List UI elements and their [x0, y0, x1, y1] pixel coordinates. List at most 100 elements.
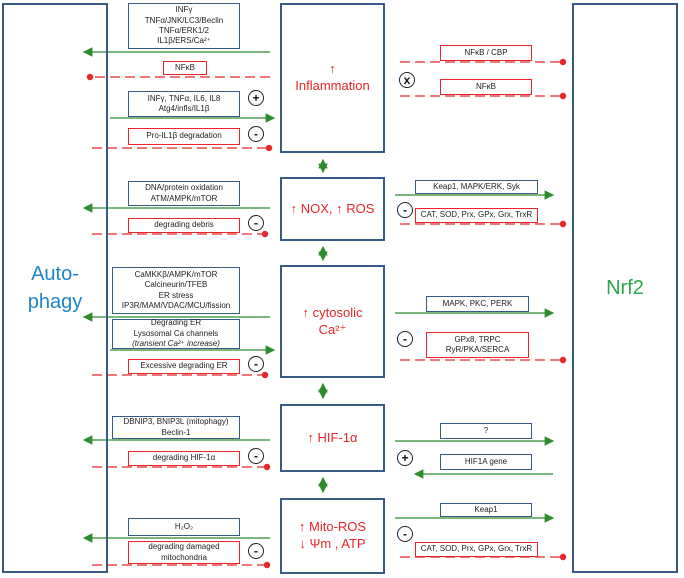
inhibit-end-6	[263, 561, 271, 569]
autophagy-panel: Auto-phagy	[2, 3, 108, 573]
box-ca-degradation: Excessive degrading ER	[128, 359, 240, 374]
box-nrf2-ca-inhibitors: GPx8, TRPC RyR/PKA/SERCA	[426, 332, 529, 358]
text-line: Keap1, MAPK/ERK, Syk	[433, 181, 520, 191]
center-hif-label: ↑ HIF-1α	[307, 429, 358, 445]
inhibit-end-4	[261, 371, 269, 379]
inhibit-end-2	[265, 144, 273, 152]
text-line: H₂O₂	[174, 521, 194, 531]
text-line: IP3R/MAM/VDAC/MCU/fission	[121, 300, 231, 310]
box-nrf2-nox-activators: Keap1, MAPK/ERK, Syk	[415, 180, 538, 194]
text-line: NFκB / CBP	[464, 47, 508, 57]
center-calcium: ↑ cytosolic Ca²⁺	[280, 265, 385, 378]
minus-sign-nox: -	[248, 215, 264, 231]
cross-sign-nrf2: x	[399, 72, 415, 88]
text-line: INFγ	[175, 5, 193, 15]
minus-sign-inf: -	[248, 126, 264, 142]
sign-text: -	[403, 527, 407, 541]
plus-sign-nrf2-hif: +	[397, 450, 413, 466]
center-mito: ↑ Mito-ROS ↓ Ψm , ATP	[280, 498, 385, 574]
sign-text: -	[403, 203, 407, 217]
inhibit-end-5	[263, 463, 271, 471]
center-inflammation-label: ↑ Inflammation	[295, 61, 370, 93]
inhibit-end-1	[86, 73, 94, 81]
center-nox-label: ↑ NOX, ↑ ROS	[290, 200, 375, 216]
box-inf-activators: INFγ TNFα/JNK/LC3/Beclin TNFα/ERK1/2 IL1…	[128, 3, 240, 49]
text-line: degrading damaged	[148, 542, 220, 552]
box-nrf2-mito-keap1: Keap1	[440, 503, 532, 517]
sign-text: x	[403, 73, 411, 87]
text-line: DNA/protein oxidation	[145, 183, 223, 193]
sign-text: +	[401, 451, 409, 465]
text-line: NFκB	[476, 81, 496, 91]
box-nrf2-nfkb-cbp: NFκB / CBP	[440, 45, 532, 61]
box-hif-activators: DBNIP3, BNIP3L (mitophagy) Beclin-1	[112, 416, 240, 439]
inhibit-end-3	[261, 230, 269, 238]
text-line: (transient Ca²⁺ increase)	[132, 339, 220, 349]
text-line: ATM/AMPK/mTOR	[150, 193, 218, 203]
text-line: TNFα/JNK/LC3/Beclin	[144, 15, 224, 25]
text-line: Calcineurin/TFEB	[144, 280, 208, 290]
text-line: CAT, SOD, Prx, GPx, Grx, TrxR	[420, 544, 533, 554]
nrf2-panel: Nrf2	[572, 3, 678, 573]
text-line: ?	[483, 425, 489, 435]
center-hif: ↑ HIF-1α	[280, 404, 385, 472]
text-line: TNFα/ERK1/2	[159, 26, 209, 35]
text-line: NFκB	[175, 62, 195, 72]
text-line: RyR/PKA/SERCA	[445, 345, 510, 354]
box-hif-degradation: degrading HIF-1α	[128, 451, 240, 466]
sign-text: +	[252, 91, 260, 105]
box-nrf2-nox-antioxidants: CAT, SOD, Prx, GPx, Grx, TrxR	[415, 208, 538, 223]
text-line: ER stress	[158, 290, 194, 300]
box-nrf2-nfkb: NFκB	[440, 79, 532, 95]
text-line: CaMKKβ/AMPK/mTOR	[134, 269, 218, 279]
box-ca-activators: CaMKKβ/AMPK/mTOR Calcineurin/TFEB ER str…	[112, 267, 240, 314]
box-inf-degradation: Pro-IL1β degradation	[128, 128, 240, 145]
inhibit-end-10	[559, 356, 567, 364]
text-line: Pro-IL1β degradation	[146, 131, 222, 141]
text-line: Keap1	[474, 504, 498, 514]
sign-text: -	[254, 449, 258, 463]
center-calcium-label: ↑ cytosolic Ca²⁺	[302, 304, 363, 337]
text-line: degrading debris	[154, 220, 214, 230]
center-nox-ros: ↑ NOX, ↑ ROS	[280, 177, 385, 241]
text-line: MAPK, PKC, PERK	[442, 298, 513, 308]
box-nrf2-hif-gene: HIF1A gene	[440, 454, 532, 470]
box-nox-activators: DNA/protein oxidation ATM/AMPK/mTOR	[128, 181, 240, 206]
text-line: HIF1A gene	[464, 456, 508, 466]
sign-text: -	[254, 544, 258, 558]
autophagy-title: Auto-phagy	[27, 263, 83, 313]
box-nrf2-hif-unknown: ?	[440, 423, 532, 439]
text-line: Excessive degrading ER	[140, 361, 228, 371]
text-line: Beclin-1	[161, 427, 191, 437]
nrf2-title: Nrf2	[606, 276, 644, 299]
minus-sign-mito: -	[248, 543, 264, 559]
minus-sign-nrf2-ca: -	[397, 331, 413, 347]
box-nrf2-ca-activators: MAPK, PKC, PERK	[426, 296, 529, 312]
box-inf-nfkb: NFκB	[163, 61, 207, 75]
center-inflammation: ↑ Inflammation	[280, 3, 385, 153]
box-mito-degradation: degrading damaged mitochondria	[128, 541, 240, 564]
text-line: GPx8, TRPC	[454, 334, 501, 344]
box-nox-debris: degrading debris	[128, 218, 240, 233]
minus-sign-nrf2-nox: -	[397, 202, 413, 218]
box-nrf2-mito-antioxidants: CAT, SOD, Prx, GPx, Grx, TrxR	[415, 542, 538, 557]
inhibit-end-9	[559, 220, 567, 228]
box-inf-positive: INFγ, TNFα, IL6, IL8 Atg4/infls/IL1β	[128, 91, 240, 117]
box-mito-activators: H₂O₂	[128, 518, 240, 536]
text-line: Degrading ER	[150, 318, 202, 328]
center-mito-label: ↑ Mito-ROS ↓ Ψm , ATP	[298, 519, 367, 551]
minus-sign-hif: -	[248, 448, 264, 464]
inhibit-end-11	[559, 553, 567, 561]
plus-sign-inf: +	[248, 90, 264, 106]
text-line: INFγ, TNFα, IL6, IL8	[147, 93, 221, 103]
inhibit-end-7	[559, 58, 567, 66]
inhibit-end-8	[559, 92, 567, 100]
sign-text: -	[254, 357, 258, 371]
sign-text: -	[254, 216, 258, 230]
minus-sign-nrf2-mito: -	[397, 526, 413, 542]
sign-text: -	[254, 127, 258, 141]
text-line: DBNIP3, BNIP3L (mitophagy)	[123, 417, 229, 427]
text-line: Atg4/infls/IL1β	[158, 104, 210, 113]
minus-sign-ca: -	[248, 356, 264, 372]
